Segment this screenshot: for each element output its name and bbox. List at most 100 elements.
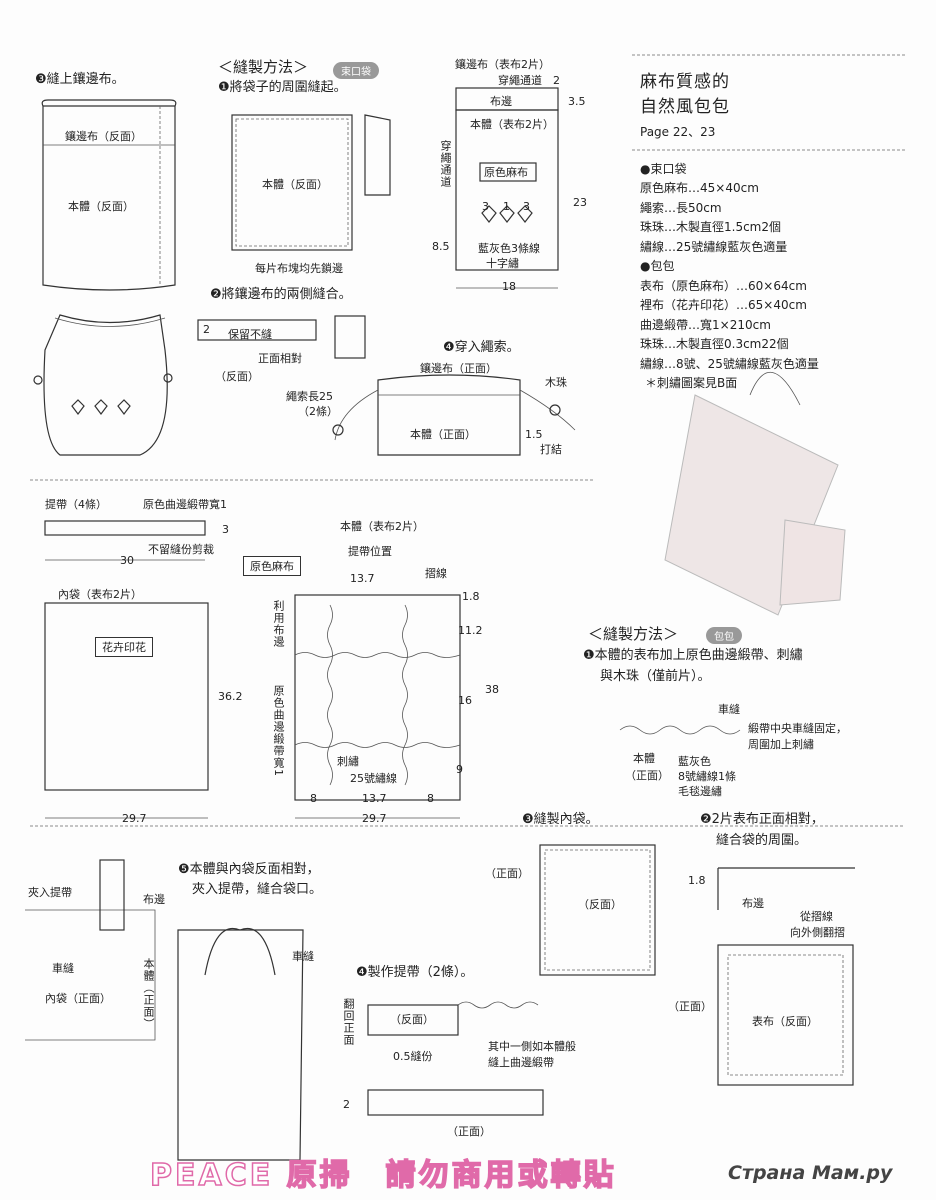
label-back: （反面） (578, 898, 622, 911)
label-hem: 布邊 (742, 897, 764, 910)
dim: 8.5 (432, 240, 450, 253)
label-cord-len: 繩索長25 (286, 390, 333, 403)
pouch-step2: ❷將鑲邊布的兩側縫合。 (210, 287, 352, 302)
article-title-line1: 麻布質感的 (640, 72, 730, 92)
label-body-pieces: 本體（表布2片） (340, 520, 424, 533)
bag-step3: ❸縫製內袋。 (522, 812, 599, 827)
bag-step4: ❹製作提帶（2條）。 (356, 965, 474, 980)
materials-item: ＊刺繡圖案見B面 (645, 376, 738, 390)
label-then-emb: 周圍加上刺繡 (748, 738, 814, 751)
pouch-badge: 束口袋 (333, 62, 379, 79)
label-machine: 車縫 (52, 962, 74, 975)
label-floral-box: 花卉印花 (95, 637, 153, 657)
dim: 9 (456, 763, 463, 776)
dim: 23 (573, 196, 587, 209)
materials-item: 原色麻布…45×40cm (640, 181, 759, 195)
label-one-side: 其中一側如本體般 (488, 1040, 576, 1053)
pouch-step4: ❹穿入繩索。 (443, 340, 520, 355)
bag-method-heading: ＜縫製方法＞ (588, 625, 679, 643)
label-trim-front: 鑲邊布（正面） (420, 362, 497, 375)
watermark: Страна Мам.ру (728, 1162, 893, 1184)
label-hem: 布邊 (143, 893, 165, 906)
label-trim-back: 鑲邊布（反面） (65, 130, 142, 143)
materials-pouch-head: ●束口袋 (640, 162, 687, 176)
bag-step1: ❶本體的表布加上原色曲邊緞帶、刺繡 (583, 648, 803, 663)
dim: 8 (310, 792, 317, 805)
label-handle-ribbon: 原色曲邊緞帶寬1 (143, 498, 227, 511)
label-lining: 內袋（表布2片） (58, 588, 142, 601)
materials-item: 珠珠…木製直徑1.5cm2個 (640, 220, 782, 234)
dim: 3.5 (568, 95, 586, 108)
label-linen-box: 原色麻布 (243, 556, 301, 576)
label-channel: 穿繩通道 (498, 74, 542, 87)
label-hem: 布邊 (490, 95, 512, 108)
dim: 2 (553, 74, 560, 87)
label-use-selvage: 利用布邊 (272, 600, 285, 648)
label-bead: 木珠 (545, 376, 567, 389)
label-front: （正面） (668, 1000, 712, 1013)
bag-step2: ❷2片表布正面相對， (700, 812, 824, 827)
label-front: （正面） (625, 769, 669, 782)
article-title-line2: 自然風包包 (640, 97, 730, 117)
label-blanket: 毛毯邊繡 (678, 785, 722, 798)
dim: 16 (458, 694, 472, 707)
label-insert-handle: 夾入提帶 (28, 886, 72, 899)
label-seam: 0.5縫份 (393, 1050, 433, 1063)
dim: 13.7 (362, 792, 387, 805)
materials-bag-head: ●包包 (640, 259, 675, 273)
dim: 2 (343, 1098, 350, 1111)
dim: 38 (485, 683, 499, 696)
dim: 1.8 (688, 874, 706, 887)
dim: 18 (502, 280, 516, 293)
label-body-front-vertical: 本體（正面） (142, 958, 155, 1030)
label-stitch-note: 藍灰色3條線 (478, 242, 540, 255)
label-front: （正面） (447, 1125, 491, 1138)
materials-item: 繡線…25號繡線藍灰色適量 (640, 240, 788, 254)
label-pattern-trim: 鑲邊布（表布2片） (455, 58, 550, 71)
dim: 3 (482, 200, 489, 213)
label-body: 本體 (633, 752, 655, 765)
label-fold-line: 摺線 (425, 567, 447, 580)
materials-item: 裡布（花卉印花）…65×40cm (640, 298, 807, 312)
pouch-step1: ❶將袋子的周圍縫起。 (218, 80, 347, 95)
label-linen: 原色麻布 (484, 166, 528, 179)
materials-item: 珠珠…木製直徑0.3cm22個 (640, 337, 789, 351)
dim: 30 (120, 554, 134, 567)
label-embroidery: 刺繡 (337, 755, 359, 768)
label-stitch-note: 十字繡 (486, 257, 519, 270)
materials-item: 曲邊緞帶…寬1×210cm (640, 318, 771, 332)
materials-item: 繩索…長50cm (640, 201, 722, 215)
bag-badge: 包包 (706, 627, 742, 644)
dim: 13.7 (350, 572, 375, 585)
materials-item: 表布（原色麻布）…60×64cm (640, 279, 807, 293)
bag-step2b: 縫合袋的周圍。 (716, 833, 808, 848)
bag-step1b: 與木珠（僅前片）。 (600, 669, 711, 684)
label-back: （反面） (390, 1013, 434, 1026)
label-channel-vertical: 穿繩通道 (439, 140, 452, 188)
label-fold-vertical: 翻回正面 (342, 998, 355, 1046)
label-ribbon-vertical: 原色曲邊緞帶寬1 (272, 685, 285, 777)
method-heading: ＜縫製方法＞ (218, 58, 309, 76)
dim: 2 (203, 323, 210, 336)
label-keep-open: 保留不縫 (228, 328, 272, 341)
label-no-seam: 不留縫份剪裁 (148, 543, 214, 556)
dim: 3 (222, 523, 229, 536)
dim: 1.8 (462, 590, 480, 603)
label-back: （反面） (215, 370, 259, 383)
label-body-front: 本體（正面） (410, 428, 476, 441)
label-fold-from: 從摺線 (800, 910, 833, 923)
label-center-fix: 緞帶中央車縫固定， (748, 722, 847, 735)
page-ref: Page 22、23 (640, 125, 716, 139)
dim: 36.2 (218, 690, 243, 703)
dim: 3 (523, 200, 530, 213)
label-pattern-body: 本體（表布2片） (470, 118, 554, 131)
label-machine: 車縫 (292, 950, 314, 963)
footer-banner: PEACE 原掃 請勿商用或轉貼 (149, 1157, 617, 1194)
label-handle-pos: 提帶位置 (348, 545, 392, 558)
materials-item: 繡線…8號、25號繡線藍灰色適量 (640, 357, 819, 371)
bag-step5b: 夾入提帶，縫合袋口。 (192, 882, 323, 897)
pouch-step3: ❸縫上鑲邊布。 (35, 72, 125, 87)
label-fold-out: 向外側翻摺 (790, 926, 845, 939)
label-outer-back: 表布（反面） (752, 1015, 818, 1028)
